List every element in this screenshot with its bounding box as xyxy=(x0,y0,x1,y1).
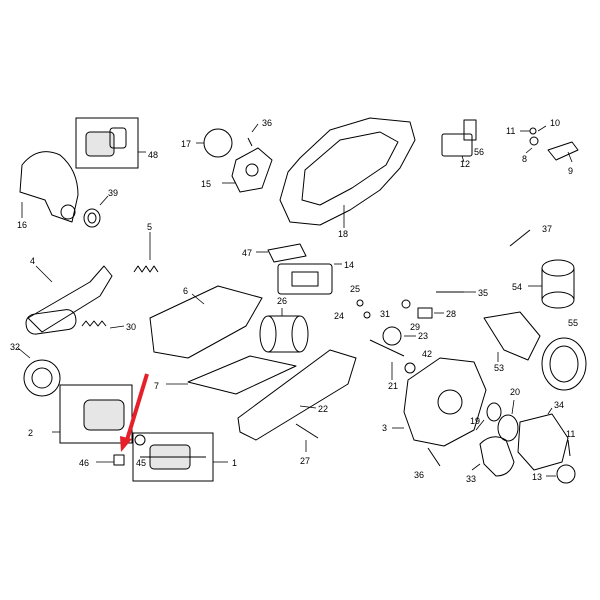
callout-2: 2 xyxy=(28,428,33,438)
callout-36-bottom: 36 xyxy=(414,470,424,480)
callout-35: 35 xyxy=(478,288,488,298)
callout-53: 53 xyxy=(494,363,504,373)
callout-47: 47 xyxy=(242,248,252,258)
callout-15: 15 xyxy=(201,179,211,189)
part-47-pad xyxy=(256,243,307,263)
part-27-pin xyxy=(295,423,319,452)
part-2-stator-assembly xyxy=(52,384,133,444)
callout-11-top: 11 xyxy=(506,126,515,136)
highlight-arrow xyxy=(120,373,149,452)
callout-12: 12 xyxy=(460,159,470,169)
part-14-module xyxy=(277,263,342,295)
part-45-bearing xyxy=(134,434,146,446)
callout-42: 42 xyxy=(422,349,432,359)
part-19-pulley xyxy=(475,402,502,431)
part-20-pulley xyxy=(497,399,519,442)
callout-45: 45 xyxy=(136,458,146,468)
callout-21: 21 xyxy=(388,381,398,391)
callout-22: 22 xyxy=(318,404,328,414)
callout-32: 32 xyxy=(10,342,20,352)
callout-54: 54 xyxy=(512,282,522,292)
part-17-cap xyxy=(196,128,233,158)
highlight-arrow-shaft xyxy=(125,373,149,441)
callout-28: 28 xyxy=(446,309,456,319)
callout-31: 31 xyxy=(380,309,390,319)
callout-17: 17 xyxy=(181,139,191,149)
part-33-drive-belt xyxy=(471,436,515,477)
part-16-belt-cover xyxy=(19,151,79,223)
part-1-armature xyxy=(132,432,228,482)
part-32-guard xyxy=(17,347,61,397)
part-54-filter xyxy=(528,259,575,309)
part-6-base-plate xyxy=(149,285,263,359)
callout-23: 23 xyxy=(418,331,428,341)
callout-48: 48 xyxy=(148,150,158,160)
part-12-switch xyxy=(441,119,477,163)
callout-16: 16 xyxy=(17,220,27,230)
callout-8: 8 xyxy=(522,154,527,164)
callout-10: 10 xyxy=(550,118,560,128)
part-8-9-10-11-cable-fittings xyxy=(520,125,579,163)
part-22-belt-frame xyxy=(237,349,357,441)
callout-26: 26 xyxy=(277,296,287,306)
part-5-spring xyxy=(133,232,159,273)
callout-56: 56 xyxy=(474,147,484,157)
callout-24: 24 xyxy=(334,311,344,321)
callout-27: 27 xyxy=(300,456,310,466)
callout-1: 1 xyxy=(232,458,237,468)
part-46-brush xyxy=(96,454,125,466)
callout-34: 34 xyxy=(554,400,564,410)
part-55-dust-bag xyxy=(541,337,587,391)
callout-36-top: 36 xyxy=(262,118,272,128)
callout-25: 25 xyxy=(350,284,360,294)
part-53-dust-port xyxy=(483,311,541,362)
part-34-pulley-housing xyxy=(517,407,569,471)
part-48-carbon-brush-holder xyxy=(75,117,146,169)
callout-55: 55 xyxy=(568,318,578,328)
part-7-plate xyxy=(166,355,297,395)
callout-37: 37 xyxy=(542,224,552,234)
callout-46: 46 xyxy=(79,458,89,468)
part-36-screw xyxy=(427,447,441,467)
callout-3: 3 xyxy=(382,423,387,433)
part-37-screw xyxy=(509,229,531,247)
callout-6: 6 xyxy=(183,286,188,296)
part-4-depth-lever xyxy=(25,265,113,335)
callout-11-bottom: 11 xyxy=(566,429,575,439)
part-13-cap xyxy=(546,464,576,484)
callout-labels: 48 16 39 17 36 15 18 56 12 11 10 8 9 5 4… xyxy=(10,118,578,484)
part-23-24-25-28-29-31-fasteners xyxy=(356,299,444,337)
callout-4: 4 xyxy=(30,256,35,266)
callout-9: 9 xyxy=(568,166,573,176)
part-11-screw xyxy=(567,439,571,457)
callout-20: 20 xyxy=(510,387,520,397)
part-42-knob xyxy=(404,362,416,374)
callout-33: 33 xyxy=(466,474,476,484)
part-3-lower-housing xyxy=(392,357,487,447)
callout-29: 29 xyxy=(410,322,420,332)
part-15-bracket xyxy=(222,123,273,193)
callout-39: 39 xyxy=(108,188,118,198)
part-39-washer xyxy=(83,195,109,228)
part-30-spring xyxy=(81,320,125,329)
callout-19: 19 xyxy=(470,416,480,426)
highlight-arrow-head xyxy=(120,436,132,452)
part-21-shaft xyxy=(369,326,405,380)
callout-7: 7 xyxy=(154,381,159,391)
part-18-upper-housing xyxy=(279,117,416,228)
callout-30: 30 xyxy=(126,322,136,332)
callout-13: 13 xyxy=(532,472,542,482)
part-26-roller xyxy=(259,308,309,353)
callout-14: 14 xyxy=(344,260,354,270)
callout-18: 18 xyxy=(338,229,348,239)
callout-5: 5 xyxy=(147,222,152,232)
